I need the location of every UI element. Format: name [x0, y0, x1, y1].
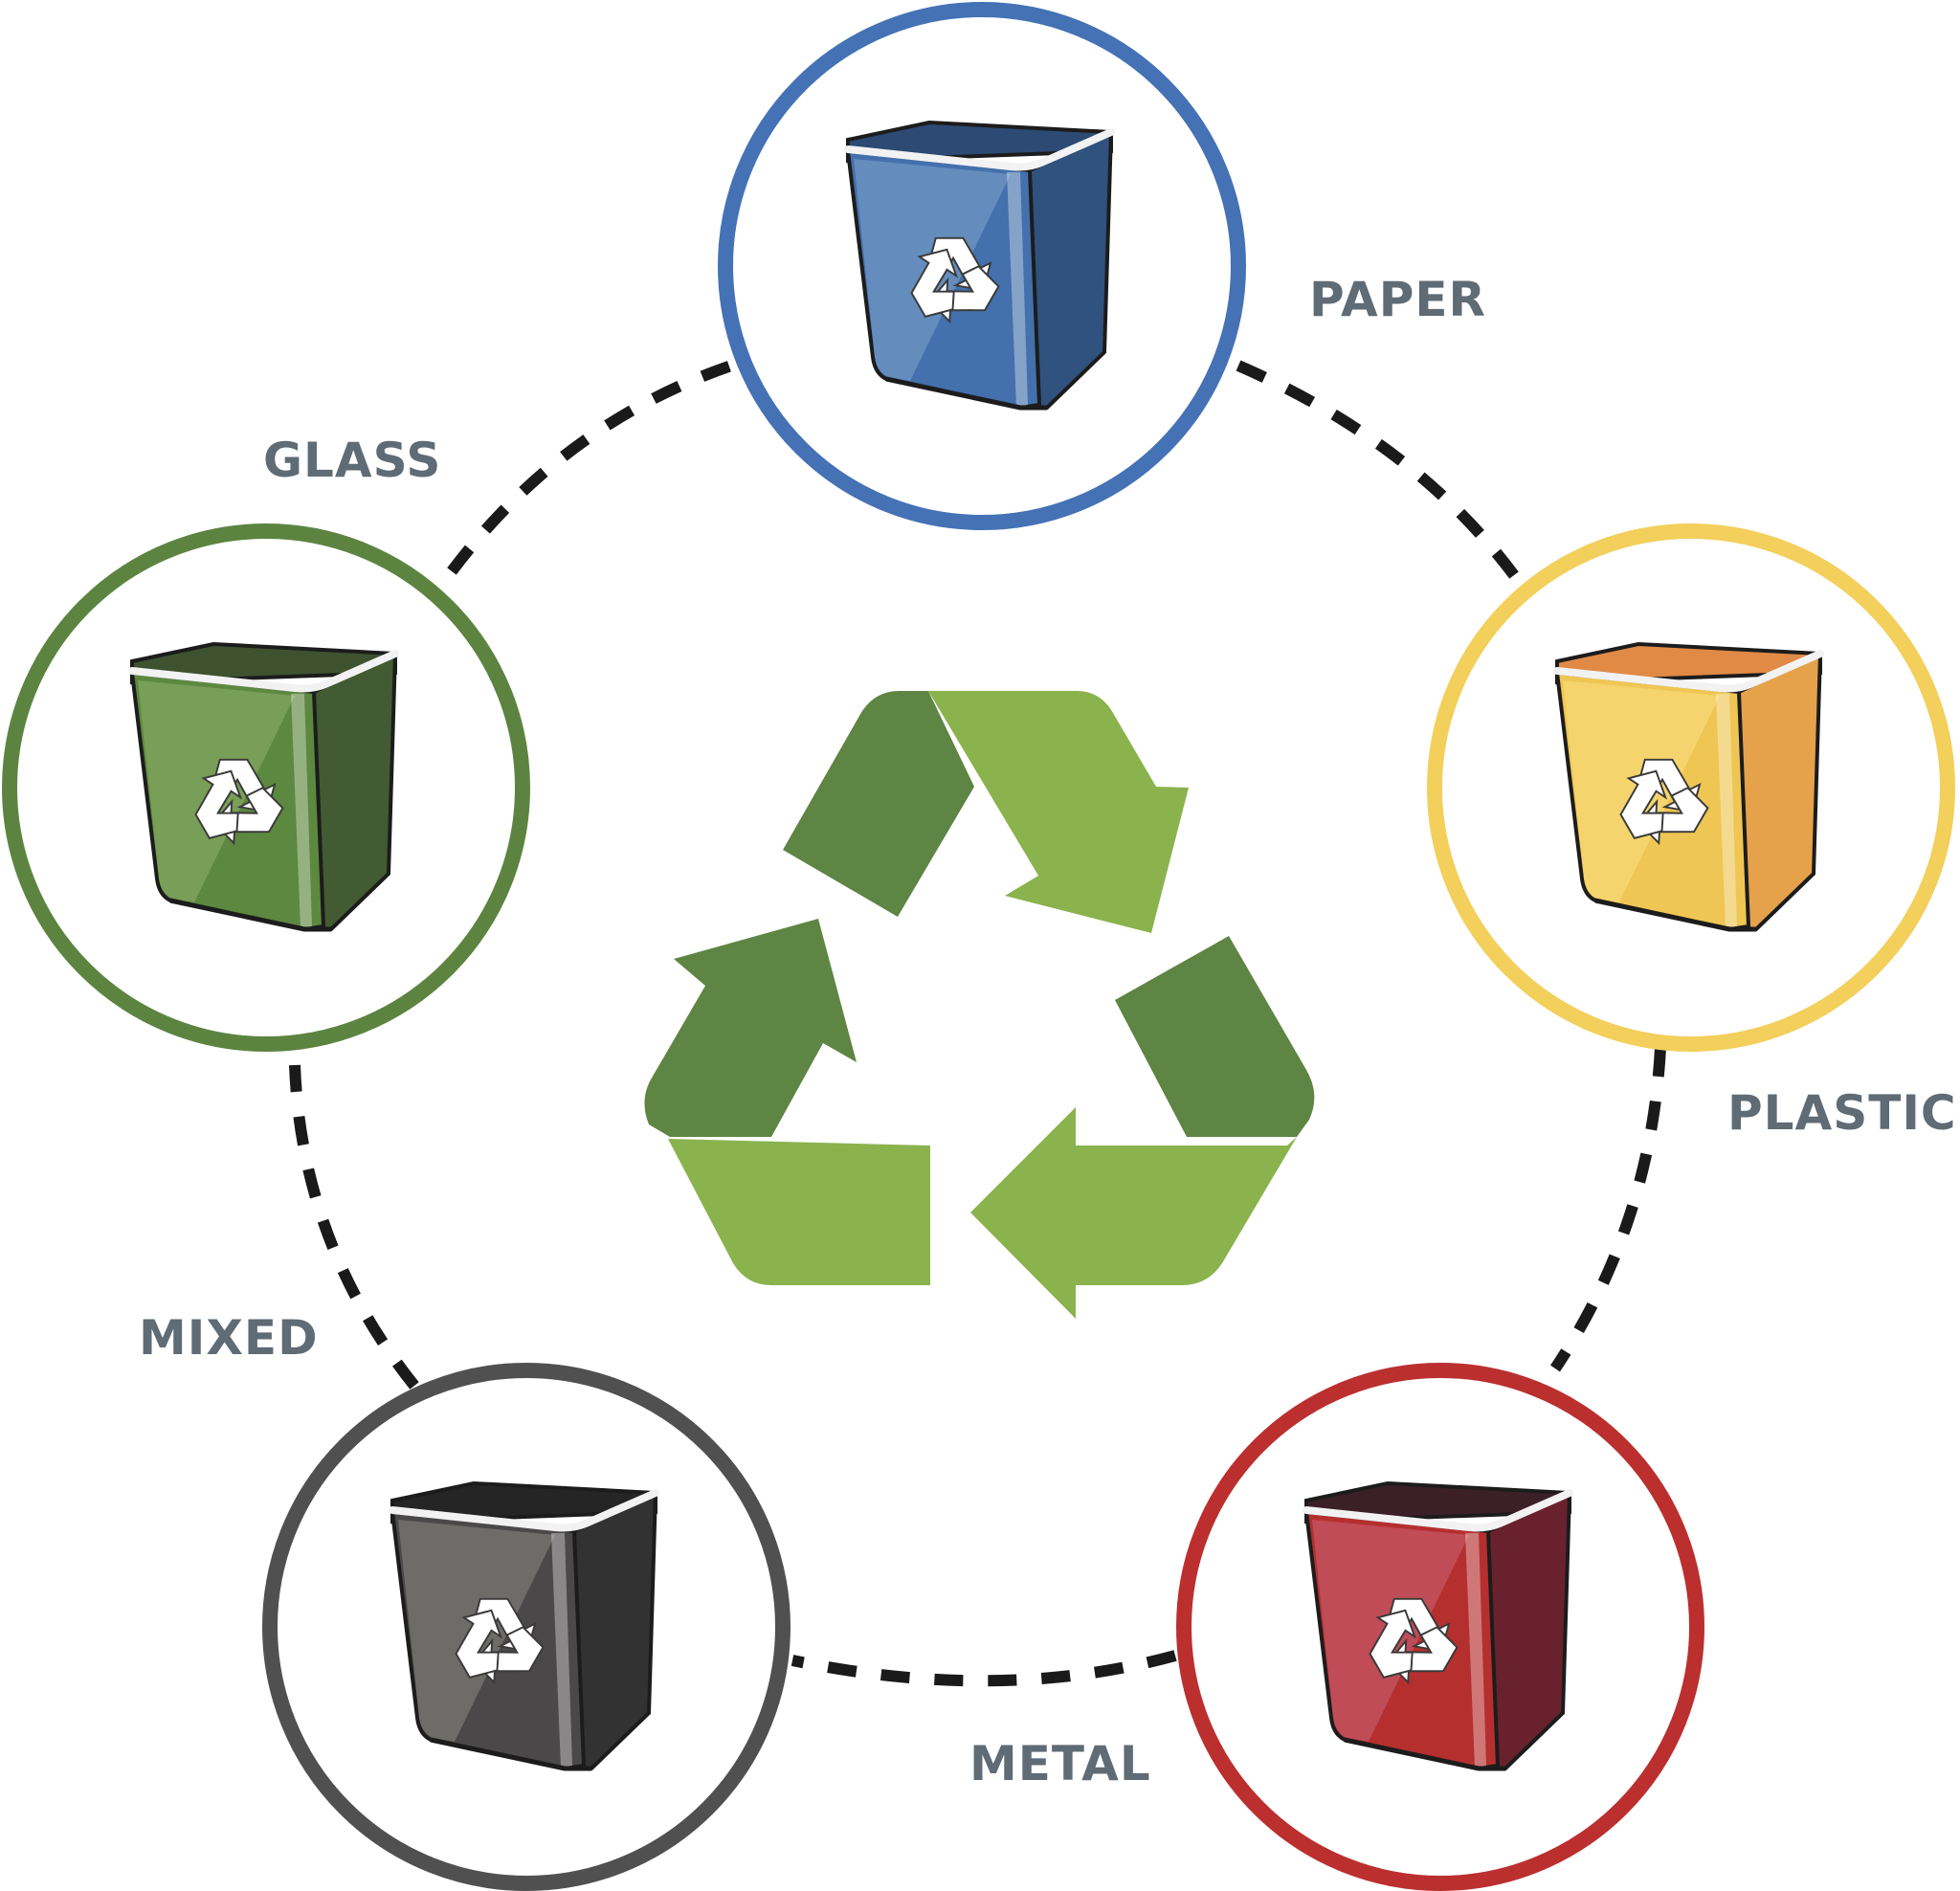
trash-bin-metal-icon [1303, 1480, 1573, 1771]
bin-labels: PAPER PLASTIC METAL MIXED GLASS [139, 272, 1957, 1791]
trash-bin-paper-icon [844, 120, 1115, 411]
bin-metal [1176, 1363, 1704, 1891]
label-glass: GLASS [263, 433, 441, 488]
dashed-connectors [289, 358, 1666, 1687]
recycle-icon [910, 236, 1000, 324]
connector-mixed-glass [289, 1064, 419, 1390]
arrow-left-dark [644, 919, 857, 1137]
recycling-symbol [644, 691, 1315, 1319]
bin-mixed [262, 1363, 791, 1891]
connector-metal-mixed [791, 1650, 1177, 1687]
recycle-icon [1369, 1597, 1459, 1685]
trash-bin-plastic-icon [1553, 641, 1824, 932]
trash-bin-mixed-icon [389, 1480, 659, 1771]
recycle-icon [194, 758, 284, 846]
label-metal: METAL [969, 1736, 1151, 1791]
bin-plastic [1427, 523, 1955, 1052]
connector-glass-paper [447, 358, 739, 575]
arrow-top-light [928, 691, 1189, 933]
label-mixed: MIXED [139, 1310, 319, 1366]
label-paper: PAPER [1309, 272, 1486, 327]
recycle-icon [455, 1597, 545, 1685]
arrow-top-dark [783, 691, 974, 917]
arrow-right-dark [1115, 936, 1315, 1137]
connector-paper-plastic [1236, 360, 1526, 590]
connector-plastic-metal [1550, 1047, 1666, 1372]
arrow-right-light [970, 1107, 1297, 1319]
arrow-left-light [668, 1139, 930, 1285]
trash-bin-glass-icon [128, 641, 399, 932]
bin-paper [718, 2, 1246, 530]
label-plastic: PLASTIC [1727, 1085, 1957, 1141]
recycle-icon [1619, 758, 1709, 846]
bin-glass [2, 523, 530, 1052]
